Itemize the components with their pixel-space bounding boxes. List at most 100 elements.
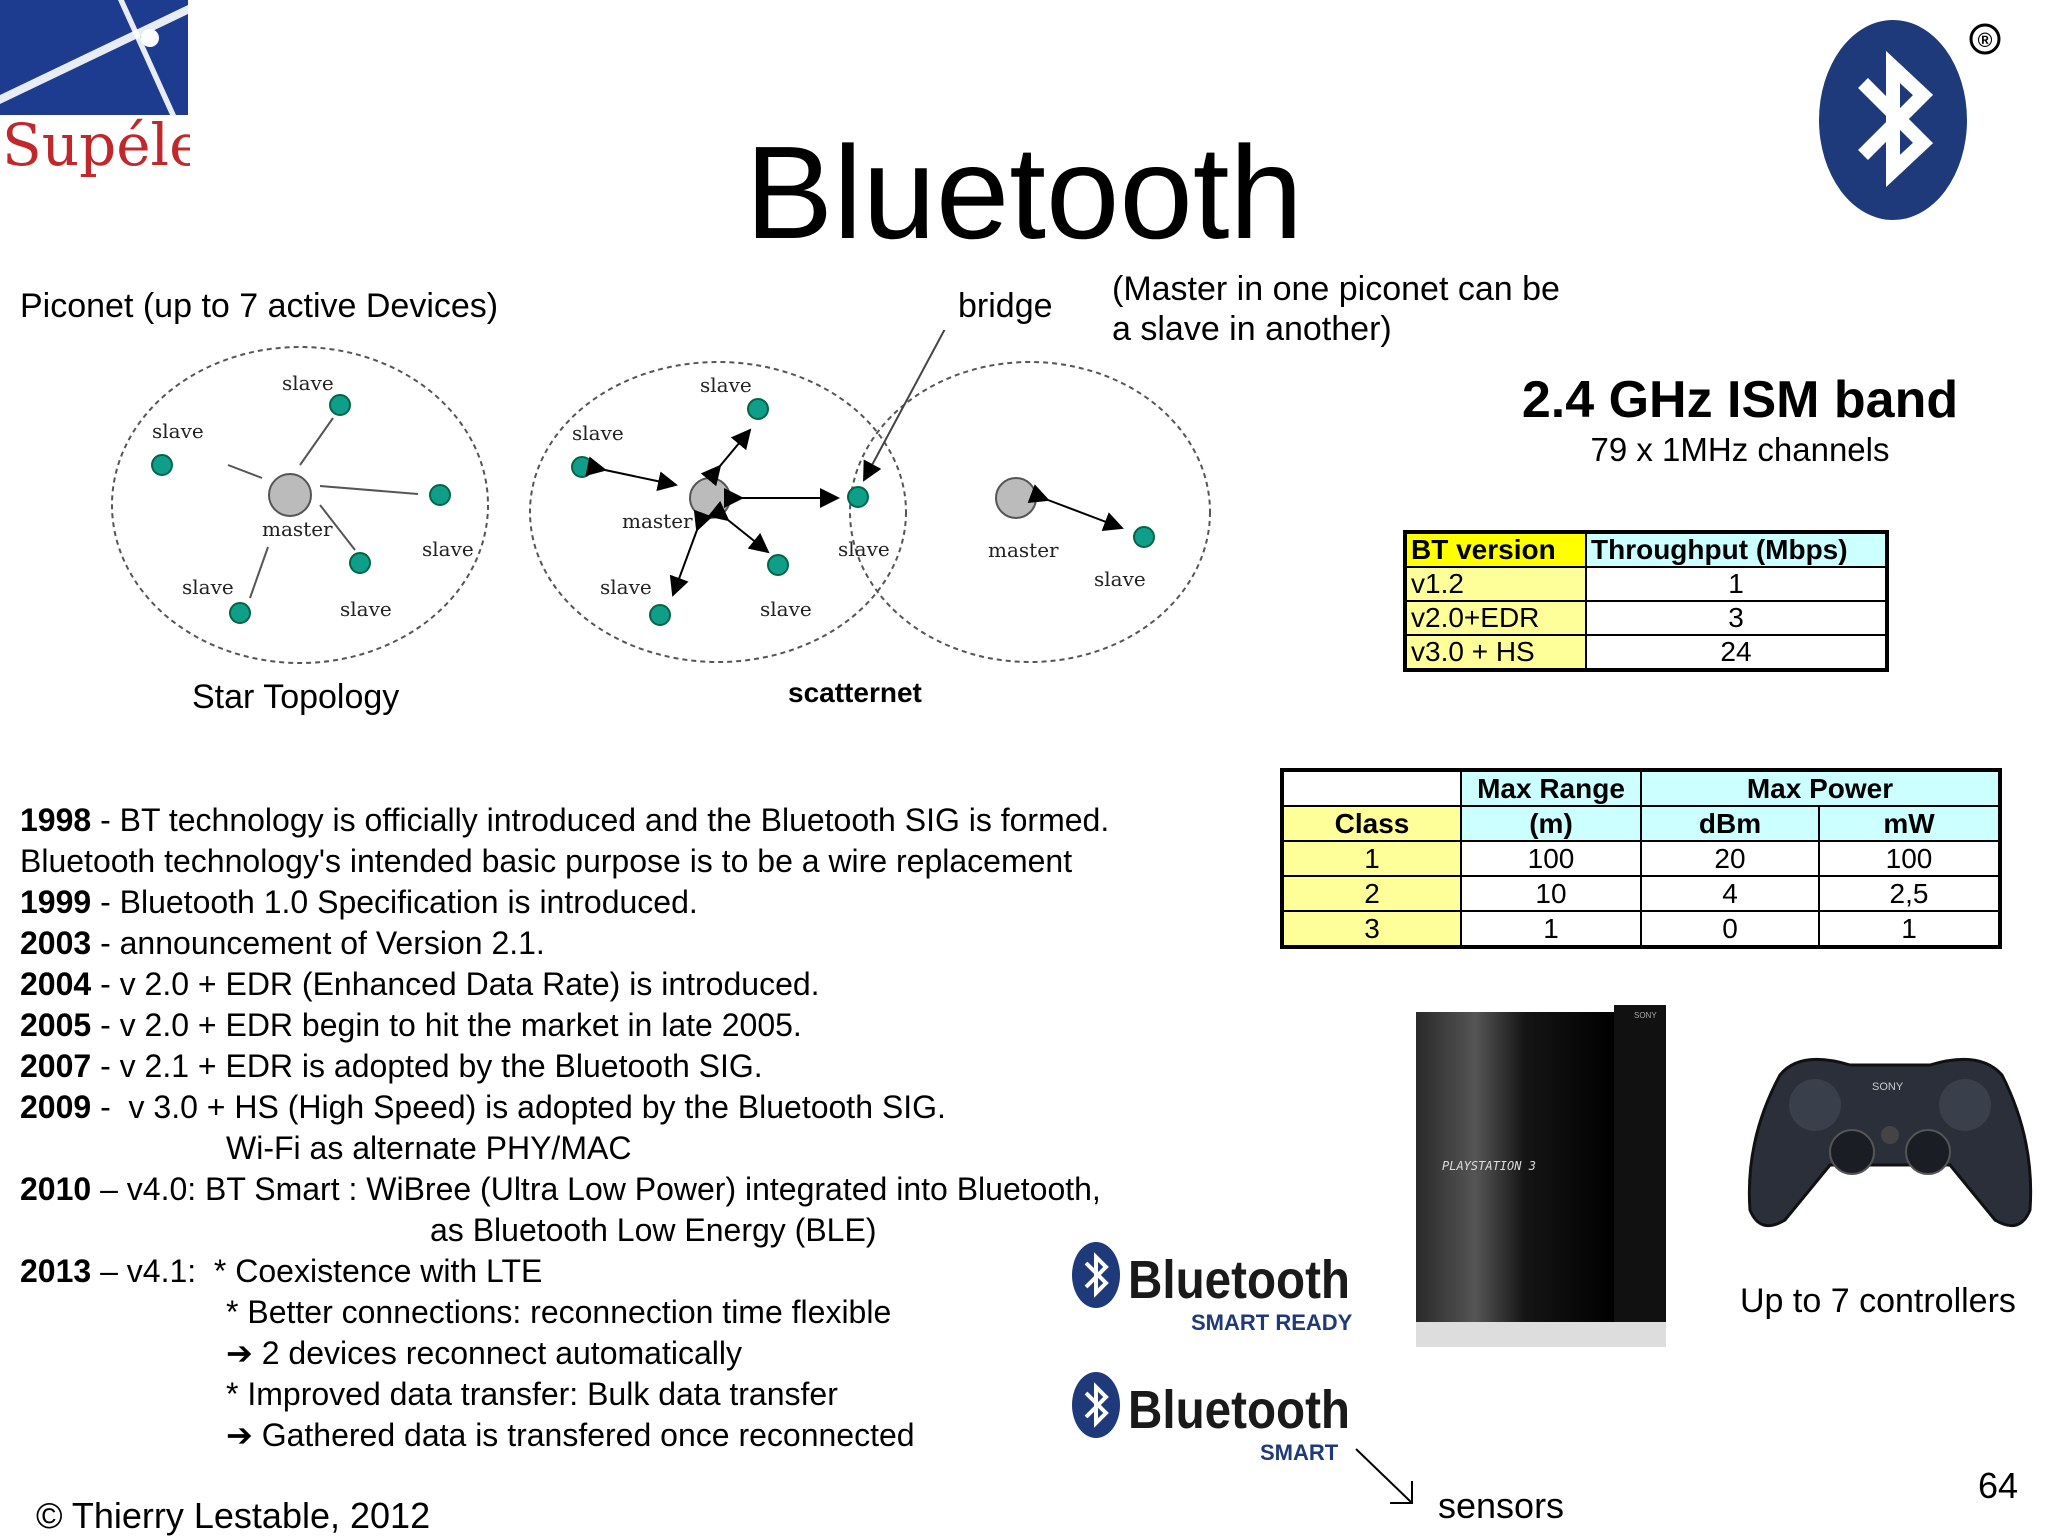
slave-node [349,552,371,574]
table-cell: 2 [1281,875,1462,912]
table-cell: 100 [1818,840,2001,877]
history-line: Wi-Fi as alternate PHY/MAC [20,1128,1240,1169]
history-line: 1998 - BT technology is officially intro… [20,800,1240,841]
table-header: Throughput (Mbps) [1585,531,1888,568]
master-node [995,477,1037,519]
master-label: master [988,538,1059,562]
slave-label: slave [760,597,812,621]
history-year: 1998 [20,802,92,838]
history-text: – v4.0: BT Smart : WiBree (Ultra Low Pow… [91,1171,1101,1207]
table-header: BT version [1404,531,1587,568]
slave-label: slave [152,419,204,443]
table-header: Class [1281,805,1462,842]
history-text: as Bluetooth Low Energy (BLE) [430,1212,877,1248]
bridge-pointer [863,330,946,482]
history-text: - v 3.0 + HS (High Speed) is adopted by … [91,1089,946,1125]
slave-node [329,394,351,416]
bridge-slave-node [847,486,869,508]
ism-band-subtitle: 79 x 1MHz channels [1590,431,1890,468]
scatternet-right-boundary [849,361,1211,663]
scatternet-note-line1: (Master in one piconet can be [1112,270,1560,308]
scatternet-caption: scatternet [788,677,922,708]
registered-mark: ® [1978,30,1993,52]
slave-node [747,398,769,420]
table-cell: 1 [1281,840,1462,877]
slave-label: slave [282,371,334,395]
piconet-heading: Piconet (up to 7 active Devices) [20,287,499,325]
history-text: Wi-Fi as alternate PHY/MAC [226,1130,632,1166]
table-row: 3 1 0 1 [1281,910,2001,948]
table-cell: v3.0 + HS [1404,634,1587,671]
table-row: 1 100 20 100 [1281,840,2001,877]
table-header: Max Power [1640,769,2001,807]
table-header: Max Range [1460,769,1642,807]
history-text: - BT technology is officially introduced… [91,802,1110,838]
ps3-console-graphic: PLAYSTATION 3 SONY [1416,1005,1666,1347]
slave-label: slave [600,575,652,599]
history-text: ➔ Gathered data is transfered once recon… [226,1417,915,1453]
history-year: 2007 [20,1048,92,1084]
table-row: v3.0 + HS 24 [1404,634,1888,671]
history-line: 2013 – v4.1: * Coexistence with LTE [20,1251,1240,1292]
table-cell: v1.2 [1404,566,1587,602]
history-line: ➔ Gathered data is transfered once recon… [20,1415,1240,1456]
slave-node [571,456,593,478]
controllers-caption: Up to 7 controllers [1740,1282,2016,1320]
table-cell: 3 [1281,910,1462,948]
history-text: * Better connections: reconnection time … [226,1294,892,1330]
bluetooth-smart-graphic: Bluetooth SMART [1072,1372,1350,1465]
piconet-boundary [111,346,489,664]
scatternet-topology: slave slave master slave slave slave mas… [529,330,1211,663]
bluetooth-smart-ready-graphic: Bluetooth SMART READY [1072,1242,1353,1335]
history-year: 2009 [20,1089,92,1125]
bluetooth-wordmark: Bluetooth [1128,1380,1350,1440]
history-year: 2010 [20,1171,92,1207]
gamepad-icon: SONY [1747,1057,2033,1228]
history-year: 2005 [20,1007,92,1043]
sensors-label: sensors [1438,1485,1565,1526]
table-cell: 10 [1460,875,1642,912]
history-line: ➔ 2 devices reconnect automatically [20,1333,1240,1374]
table-cell: 1 [1585,566,1888,602]
history-text: - v 2.0 + EDR (Enhanced Data Rate) is in… [91,966,820,1002]
history-line: 1999 - Bluetooth 1.0 Specification is in… [20,882,1240,923]
table-header: dBm [1640,805,1820,842]
master-label: master [622,509,693,533]
slave-label: slave [1094,567,1146,591]
bluetooth-wordmark: Bluetooth [1128,1250,1350,1310]
table-cell: 4 [1640,875,1820,912]
history-text: - v 2.0 + EDR begin to hit the market in… [91,1007,802,1043]
power-class-table: Max Range Max Power Class (m) dBm mW 1 1… [1280,768,2002,949]
history-year: 2004 [20,966,92,1002]
slave-label: slave [182,575,234,599]
history-text: ➔ 2 devices reconnect automatically [226,1335,742,1371]
scatternet-note-line2: a slave in another) [1112,310,1392,348]
slave-label: slave [422,537,474,561]
table-cell: 0 [1640,910,1820,948]
controller-brand-text: SONY [1872,1081,1904,1093]
table-blank-cell [1282,770,1462,807]
page-number: 64 [1978,1465,2019,1506]
history-text: – v4.1: * Coexistence with LTE [91,1253,543,1289]
ps3-brand-text: SONY [1634,1011,1657,1020]
table-cell: 100 [1460,840,1642,877]
history-line: 2003 - announcement of Version 2.1. [20,923,1240,964]
supelec-logo: Supélec [0,0,236,190]
history-line: * Better connections: reconnection time … [20,1292,1240,1333]
table-cell: 2,5 [1818,875,2001,912]
master-node [268,473,312,517]
history-line: as Bluetooth Low Energy (BLE) [20,1210,1240,1251]
history-text: - v 2.1 + EDR is adopted by the Bluetoot… [91,1048,763,1084]
history-line: 2009 - v 3.0 + HS (High Speed) is adopte… [20,1087,1240,1128]
bluetooth-smart-logo: Bluetooth SMART [1068,1368,1358,1468]
star-topology: slave slave master slave slave slave [111,346,489,664]
table-cell: 1 [1818,910,2001,948]
page-title: Bluetooth [745,119,1303,266]
copyright: © Thierry Lestable, 2012 [36,1495,431,1536]
bluetooth-smart-ready-logo: Bluetooth SMART READY [1068,1238,1358,1338]
history-line: 2010 – v4.0: BT Smart : WiBree (Ultra Lo… [20,1169,1240,1210]
slave-label: slave [340,597,392,621]
ism-band-title: 2.4 GHz ISM band [1521,371,1959,429]
slave-node [649,604,671,626]
slave-node [429,484,451,506]
